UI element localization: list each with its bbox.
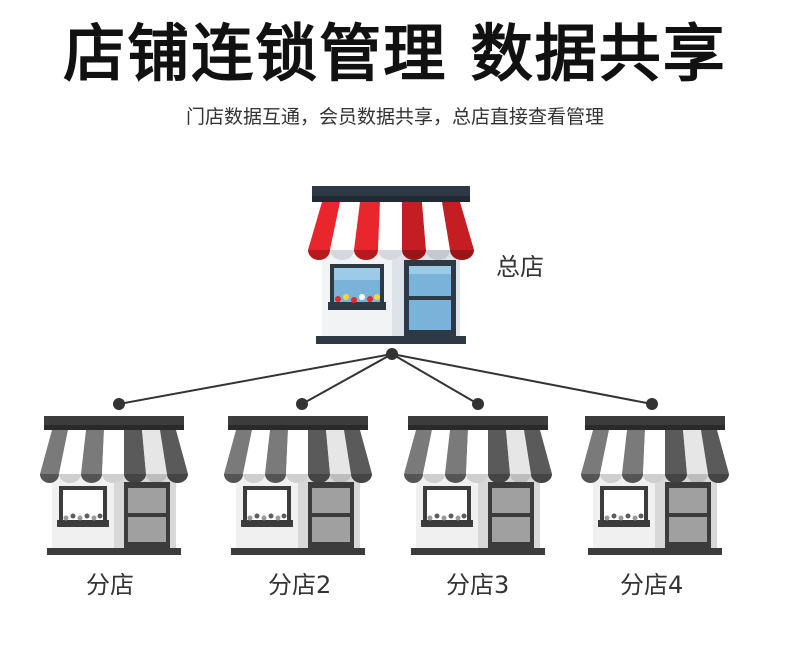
storefront-gray-icon <box>404 416 552 555</box>
branch-node-4 <box>646 398 658 410</box>
branch-label-3: 分店3 <box>446 571 510 599</box>
branch-node-2 <box>296 398 308 410</box>
hq-label: 总店 <box>496 253 544 281</box>
storefront-gray-icon <box>40 416 188 555</box>
storefront-color-icon <box>308 186 474 344</box>
hub-node <box>386 348 398 360</box>
connector-lines <box>118 353 653 405</box>
connector-line-branch-3 <box>391 353 479 405</box>
branch-label-4: 分店4 <box>620 571 684 599</box>
connector-line-branch-1 <box>118 353 393 405</box>
branch-node-3 <box>472 398 484 410</box>
storefront-gray-icon <box>224 416 372 555</box>
storefront-gray-icon <box>581 416 729 555</box>
branch-node-1 <box>113 398 125 410</box>
branch-label-1: 分店 <box>86 571 134 599</box>
branch-label-2: 分店2 <box>268 571 332 599</box>
connector-line-branch-2 <box>301 353 393 405</box>
page-title: 店铺连锁管理 数据共享 <box>63 17 727 90</box>
page-subtitle: 门店数据互通，会员数据共享，总店直接查看管理 <box>185 106 604 128</box>
connector-line-branch-4 <box>391 353 653 405</box>
